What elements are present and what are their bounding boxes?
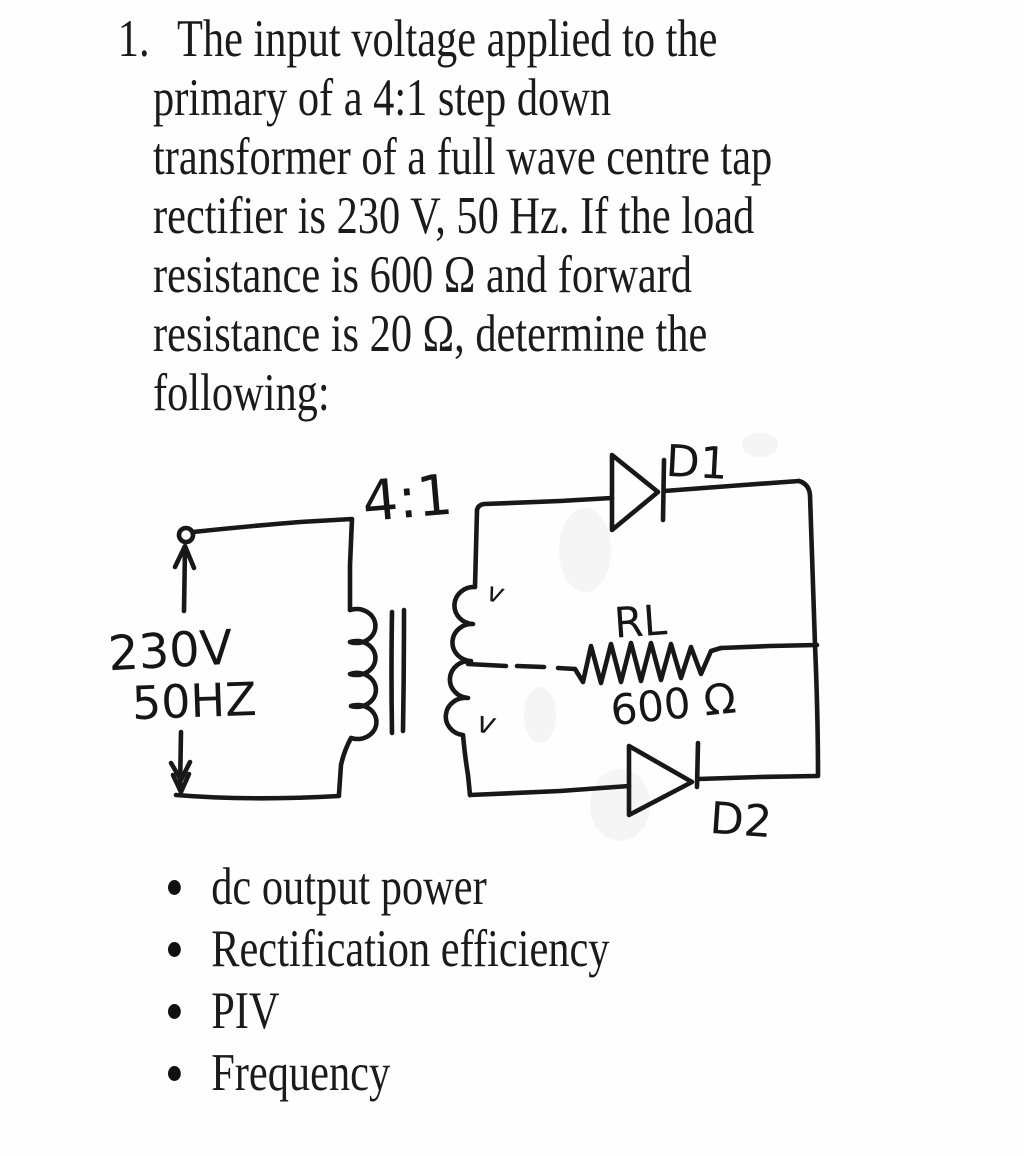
secondary-top-wire xyxy=(472,495,615,590)
primary-top-wire xyxy=(190,516,355,613)
source-terminal-circle xyxy=(176,525,196,545)
list-item: Frequency xyxy=(168,1042,609,1104)
question-line-text: The input voltage applied to the xyxy=(177,10,718,68)
secondary-winding xyxy=(443,584,478,798)
source-frequency-label: 50HZ xyxy=(131,672,257,730)
load-name-label: RL xyxy=(612,595,668,648)
load-value-label: 600 Ω xyxy=(608,673,738,735)
list-item: Rectification efficiency xyxy=(168,918,609,980)
down-arrow-icon xyxy=(168,729,193,795)
source-voltage-label: 230V xyxy=(107,620,234,682)
bullet-icon xyxy=(168,1065,181,1081)
question-line: rectifier is 230 V, 50 Hz. If the load xyxy=(153,187,755,245)
question-line: transformer of a full wave centre tap xyxy=(153,128,773,186)
question-line: 1. The input voltage applied to the xyxy=(118,10,873,69)
list-item-label: Frequency xyxy=(211,1044,391,1102)
secondary-bottom-wire xyxy=(467,783,632,798)
quantities-list: dc output power Rectification efficiency… xyxy=(168,856,609,1104)
question-line: following: xyxy=(153,364,330,422)
up-arrow-icon xyxy=(172,543,197,614)
bullet-icon xyxy=(168,1003,181,1019)
diode-d2-label: D2 xyxy=(708,793,773,848)
load-resistor xyxy=(572,640,724,686)
right-rail-wire xyxy=(796,478,821,779)
circuit-diagram: 230V 50HZ 4:1 v v D1 RL 600 Ω xyxy=(107,433,821,848)
secondary-centre-tap-wire xyxy=(465,661,578,672)
list-item-label: dc output power xyxy=(211,858,487,916)
list-item-label: PIV xyxy=(211,982,280,1040)
diode-d1 xyxy=(609,452,802,533)
diode-d1-label: D1 xyxy=(665,436,729,490)
load-right-wire xyxy=(718,642,820,651)
question-block: 1. The input voltage applied to the prim… xyxy=(118,10,873,423)
question-number: 1. xyxy=(117,10,150,68)
primary-winding xyxy=(336,606,379,797)
winding-mark-bottom-label: v xyxy=(474,705,499,743)
question-line: resistance is 600 Ω and forward xyxy=(153,246,692,304)
turns-ratio-label: 4:1 xyxy=(360,463,455,536)
primary-bottom-wire xyxy=(173,792,342,801)
list-item: dc output power xyxy=(168,856,609,918)
list-item: PIV xyxy=(168,980,609,1042)
question-line: resistance is 20 Ω, determine the xyxy=(153,305,708,363)
bullet-icon xyxy=(168,879,181,895)
question-line: primary of a 4:1 step down xyxy=(153,69,612,127)
winding-mark-top-label: v xyxy=(484,577,507,611)
diode-d2 xyxy=(626,740,820,818)
transformer-core xyxy=(389,607,407,736)
bullet-icon xyxy=(168,941,181,957)
list-item-label: Rectification efficiency xyxy=(211,920,610,978)
